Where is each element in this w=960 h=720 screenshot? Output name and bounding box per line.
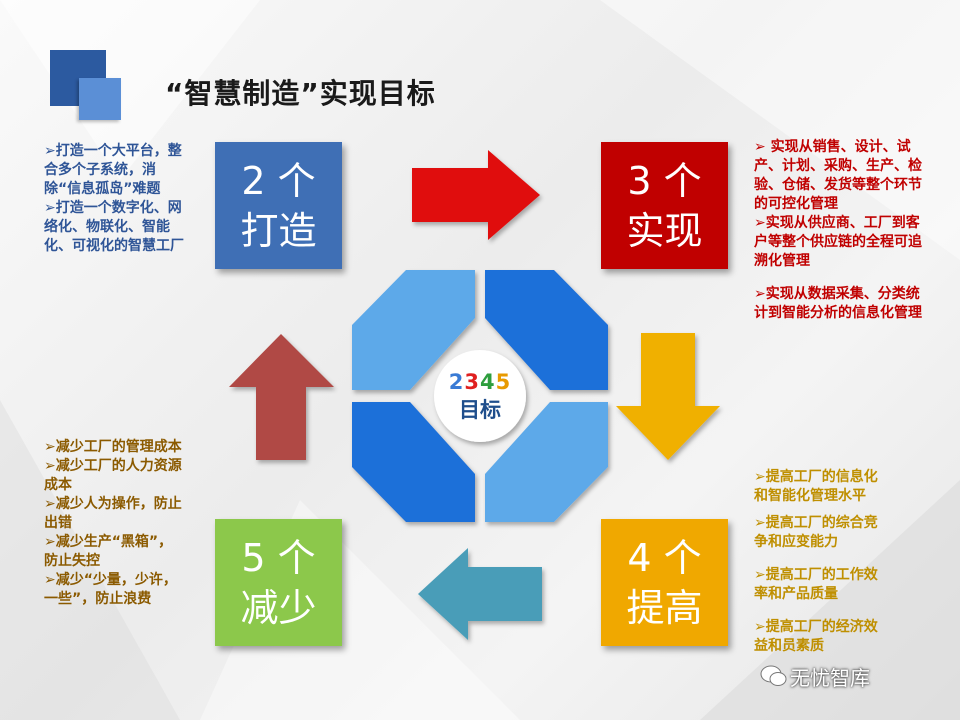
- box-reduce-line1: 5 个: [241, 535, 316, 580]
- list-item: ➢提高工厂的综合竞争和应变能力: [754, 515, 878, 550]
- octagon-bottom-right: [485, 402, 608, 522]
- list-item: ➢减少工厂的人力资源成本: [44, 458, 182, 493]
- box-reduce-line2: 减少: [240, 585, 317, 630]
- arrow-up-red: [229, 334, 334, 460]
- list-item: ➢提高工厂的经济效益和员素质: [754, 619, 878, 654]
- page-title: “智慧制造”实现目标: [165, 77, 436, 110]
- wechat-icon: [760, 665, 787, 686]
- list-item: ➢打造一个数字化、网络化、物联化、智能化、可视化的智慧工厂: [44, 200, 184, 254]
- center-num-4: 4: [480, 370, 496, 394]
- octagon-bottom-left: [352, 402, 475, 522]
- title-decoration-2: [79, 78, 121, 120]
- center-circle: [434, 350, 526, 442]
- list-item: ➢实现从供应商、工厂到客户等整个供应链的全程可追溯化管理: [754, 215, 922, 269]
- text-right-bottom: ➢提高工厂的信息化和智能化管理水平 ➢提高工厂的综合竞争和应变能力 ➢提高工厂的…: [754, 468, 889, 656]
- list-item: ➢减少人为操作，防止出错: [44, 496, 182, 531]
- watermark: 无忧智库: [790, 666, 870, 690]
- arrow-left-teal: [418, 548, 542, 640]
- center-label: 2345 目标: [430, 370, 530, 424]
- arrow-down-gold: [616, 333, 720, 460]
- arrow-right-red: [412, 150, 540, 240]
- list-item: ➢打造一个大平台，整合多个子系统，消除“信息孤岛”难题: [44, 143, 182, 197]
- box-build: 2 个 打造: [215, 142, 342, 269]
- center-target-label: 目标: [459, 398, 501, 422]
- list-item: ➢提高工厂的工作效率和产品质量: [754, 567, 878, 602]
- list-item: ➢减少工厂的管理成本: [44, 439, 182, 455]
- box-improve-line1: 4 个: [627, 535, 702, 580]
- text-right-top: ➢ 实现从销售、设计、试产、计划、采购、生产、检验、仓储、发货等整个环节的可控化…: [754, 138, 924, 323]
- text-left-top: ➢打造一个大平台，整合多个子系统，消除“信息孤岛”难题 ➢打造一个数字化、网络化…: [44, 142, 184, 256]
- box-build-line2: 打造: [240, 208, 317, 253]
- box-improve-line2: 提高: [626, 585, 703, 630]
- box-reduce: 5 个 减少: [215, 519, 342, 646]
- box-realize: 3 个 实现: [601, 142, 728, 269]
- box-improve: 4 个 提高: [601, 519, 728, 646]
- octagon-top-left: [352, 270, 475, 390]
- list-item: ➢减少“少量，少许，一些”，防止浪费: [44, 572, 177, 607]
- list-item: ➢减少生产“黑箱”，防止失控: [44, 534, 173, 569]
- box-build-line1: 2 个: [241, 158, 316, 203]
- center-num-3: 3: [464, 370, 480, 394]
- box-realize-line2: 实现: [626, 208, 703, 253]
- octagon-top-right: [485, 270, 608, 390]
- list-item: ➢实现从数据采集、分类统计到智能分析的信息化管理: [754, 286, 922, 321]
- list-item: ➢ 实现从销售、设计、试产、计划、采购、生产、检验、仓储、发货等整个环节的可控化…: [754, 139, 922, 212]
- text-left-bottom: ➢减少工厂的管理成本 ➢减少工厂的人力资源成本 ➢减少人为操作，防止出错 ➢减少…: [44, 438, 184, 609]
- center-numbers: 2345: [430, 370, 530, 394]
- center-num-5: 5: [495, 370, 512, 394]
- center-num-2: 2: [448, 370, 465, 394]
- box-realize-line1: 3 个: [627, 158, 702, 203]
- list-item: ➢提高工厂的信息化和智能化管理水平: [754, 469, 878, 504]
